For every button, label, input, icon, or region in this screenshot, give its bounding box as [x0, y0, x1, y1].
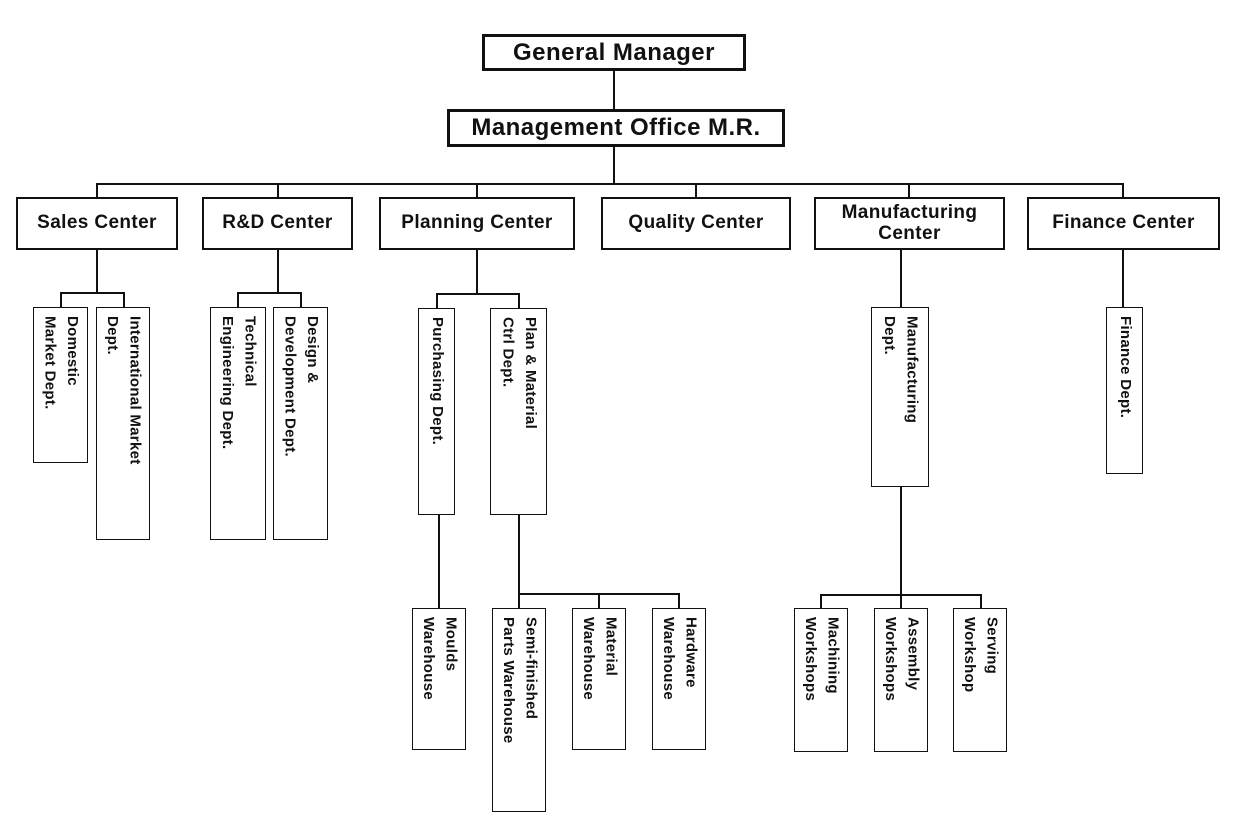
- connector-rail-to-sales: [96, 183, 98, 197]
- node-quality-center: Quality Center: [601, 197, 791, 250]
- node-label: Manufacturing Center: [841, 201, 978, 244]
- connector-rail-to-rd: [277, 183, 279, 197]
- node-plan-material-ctrl-dept: Plan & Material Ctrl Dept.: [490, 308, 547, 515]
- connector-gm-to-management-office: [613, 71, 615, 109]
- node-label: Finance Center: [1052, 212, 1195, 234]
- node-assembly-workshops: Assembly Workshops: [874, 608, 928, 752]
- node-label: Machining Workshops: [802, 617, 842, 702]
- node-purchasing-dept: Purchasing Dept.: [418, 308, 455, 515]
- connector-plan-material-stem: [518, 515, 520, 608]
- node-management-office: Management Office M.R.: [447, 109, 785, 147]
- node-label: Management Office M.R.: [471, 114, 761, 141]
- connector-to-machining-workshops: [820, 594, 822, 608]
- connector-to-serving-workshop: [980, 594, 982, 608]
- node-material-warehouse: Material Warehouse: [572, 608, 626, 750]
- node-moulds-warehouse: Moulds Warehouse: [412, 608, 466, 750]
- connector-manufacturing-dept-stem: [900, 487, 902, 608]
- node-label: Plan & Material Ctrl Dept.: [499, 317, 540, 430]
- connector-to-purchasing: [436, 293, 438, 308]
- node-label: Quality Center: [628, 212, 764, 234]
- connector-to-domestic-market: [60, 292, 62, 307]
- connector-to-plan-material-ctrl: [518, 293, 520, 308]
- connector-rd-bracket: [237, 292, 302, 294]
- connector-planning-bracket: [436, 293, 520, 295]
- node-machining-workshops: Machining Workshops: [794, 608, 848, 752]
- node-semi-finished-parts-warehouse: Semi-finished Parts Warehouse: [492, 608, 546, 812]
- node-serving-workshop: Serving Workshop: [953, 608, 1007, 752]
- node-planning-center: Planning Center: [379, 197, 575, 250]
- node-label: Design & Development Dept.: [281, 316, 322, 457]
- node-manufacturing-dept: Manufacturing Dept.: [871, 307, 929, 487]
- connector-to-international-market: [123, 292, 125, 307]
- connector-manufacturing-to-dept: [900, 250, 902, 307]
- connector-rail-to-finance: [1122, 183, 1124, 197]
- connector-to-technical-engineering: [237, 292, 239, 307]
- connector-to-material-warehouse: [598, 593, 600, 608]
- connector-rail-to-planning: [476, 183, 478, 197]
- node-rd-center: R&D Center: [202, 197, 353, 250]
- connector-sales-stem: [96, 250, 98, 292]
- node-label: Domestic Market Dept.: [41, 316, 82, 410]
- node-sales-center: Sales Center: [16, 197, 178, 250]
- connector-planning-stem: [476, 250, 478, 293]
- node-label: Material Warehouse: [580, 617, 620, 700]
- node-label: Finance Dept.: [1116, 316, 1134, 419]
- connector-workshop-rail: [820, 594, 982, 596]
- node-domestic-market-dept: Domestic Market Dept.: [33, 307, 88, 463]
- node-finance-center: Finance Center: [1027, 197, 1220, 250]
- connector-rail-to-quality: [695, 183, 697, 197]
- node-manufacturing-center: Manufacturing Center: [814, 197, 1005, 250]
- node-label: Sales Center: [37, 212, 157, 234]
- node-general-manager: General Manager: [482, 34, 746, 71]
- node-label: Hardware Warehouse: [660, 617, 700, 700]
- node-design-development-dept: Design & Development Dept.: [273, 307, 328, 540]
- node-label: General Manager: [513, 38, 715, 66]
- node-label: Semi-finished Parts Warehouse: [500, 617, 540, 744]
- node-hardware-warehouse: Hardware Warehouse: [652, 608, 706, 750]
- connector-sales-bracket: [60, 292, 125, 294]
- node-finance-dept: Finance Dept.: [1106, 307, 1143, 474]
- node-technical-engineering-dept: Technical Engineering Dept.: [210, 307, 266, 540]
- node-label: Purchasing Dept.: [428, 317, 446, 446]
- connector-to-hardware-warehouse: [678, 593, 680, 608]
- connector-purchasing-to-moulds: [438, 515, 440, 608]
- connector-rd-stem: [277, 250, 279, 292]
- connector-main-rail: [96, 183, 1124, 185]
- node-label: Manufacturing Dept.: [881, 316, 921, 424]
- node-international-market-dept: International Market Dept.: [96, 307, 150, 540]
- node-label: Planning Center: [401, 212, 553, 234]
- node-label: Assembly Workshops: [882, 617, 922, 702]
- connector-to-design-development: [300, 292, 302, 307]
- node-label: Technical Engineering Dept.: [219, 316, 259, 450]
- connector-finance-to-dept: [1122, 250, 1124, 307]
- connector-management-office-to-rail: [613, 147, 615, 184]
- node-label: International Market Dept.: [104, 316, 144, 465]
- node-label: Serving Workshop: [961, 617, 1001, 693]
- connector-rail-to-manufacturing: [908, 183, 910, 197]
- node-label: R&D Center: [222, 212, 333, 234]
- node-label: Moulds Warehouse: [420, 617, 460, 700]
